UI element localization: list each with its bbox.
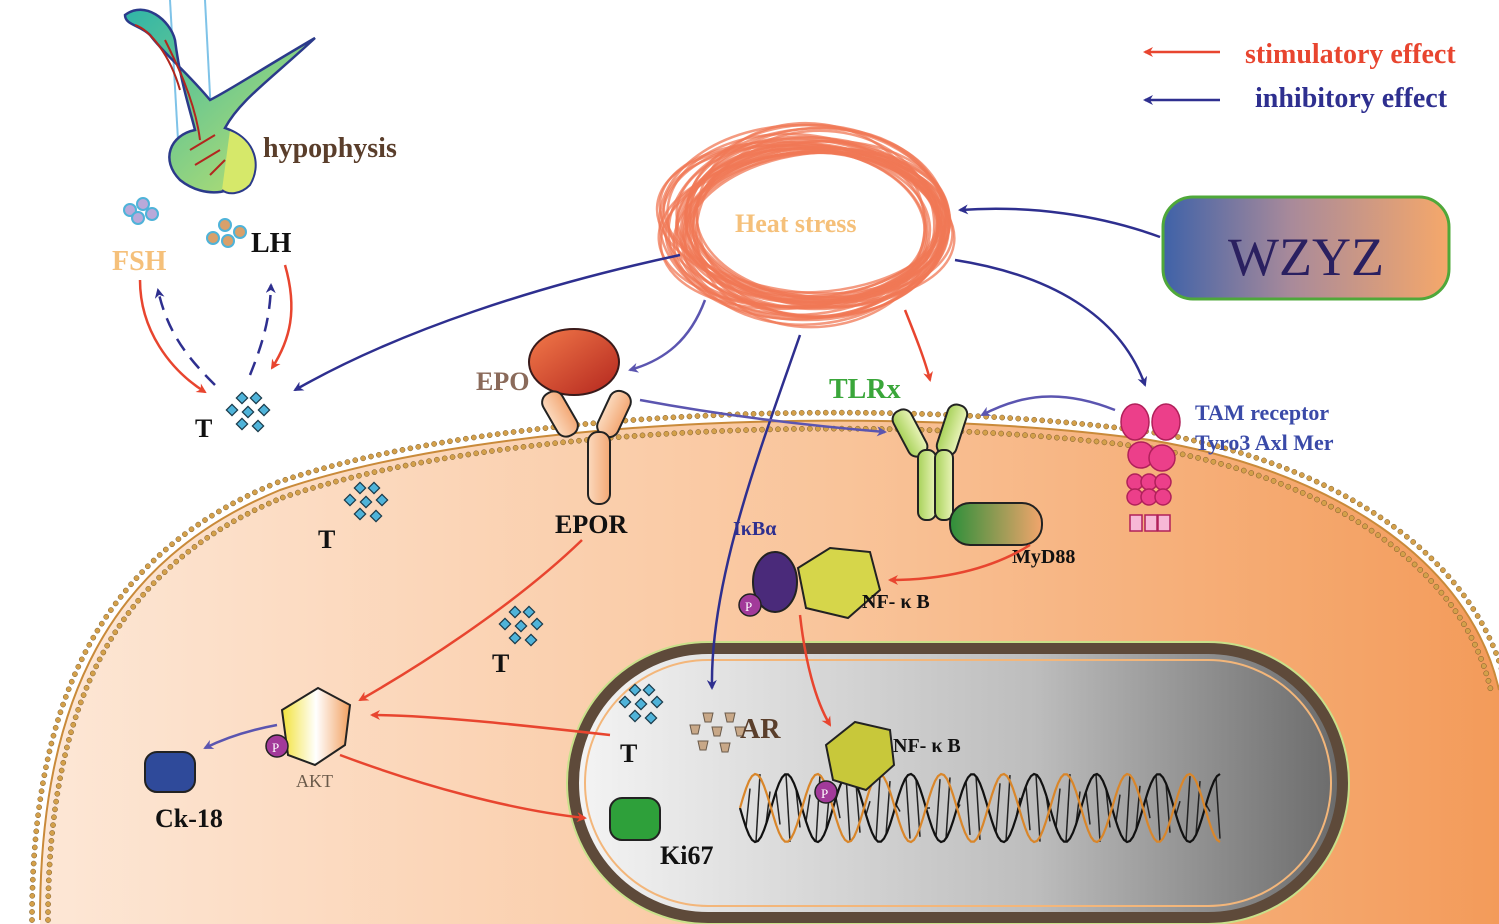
phospho-nfkb bbox=[814, 780, 838, 804]
ki67-label: Ki67 bbox=[660, 841, 713, 870]
akt-protein bbox=[280, 686, 352, 767]
heat-stress-label: Heat stress bbox=[735, 209, 857, 238]
legend-stimulatory-label: stimulatory effect bbox=[1245, 39, 1456, 70]
phospho-akt-label: P bbox=[272, 740, 279, 755]
testosterone-label-nucleus: T bbox=[620, 739, 637, 768]
wzyz-label: WZYZ bbox=[1228, 227, 1384, 287]
pathway-arrows bbox=[138, 204, 1161, 823]
ck18-protein bbox=[144, 751, 196, 793]
phospho-akt bbox=[265, 734, 289, 758]
fsh-molecules bbox=[123, 197, 159, 225]
arrow-t-to-akt bbox=[370, 710, 611, 737]
phospho-nfkb-label: P bbox=[821, 786, 828, 801]
arrow-epo-to-tlrx bbox=[639, 398, 887, 437]
arrow-heat-to-ar bbox=[706, 334, 802, 690]
testosterone-cluster-top bbox=[225, 391, 271, 433]
ikba-protein bbox=[752, 551, 798, 613]
arrow-heat-to-tam bbox=[954, 258, 1148, 387]
heat-stress-scribble bbox=[655, 121, 956, 329]
testosterone-label-cytoplasm: T bbox=[492, 649, 509, 678]
tam-receptor-subtypes-label: Tyro3 Axl Mer bbox=[1195, 430, 1334, 455]
epor-label: EPOR bbox=[555, 510, 627, 539]
arrow-fsh-to-t bbox=[138, 279, 207, 394]
phospho-ikba-label: P bbox=[745, 599, 752, 614]
testosterone-label-membrane: T bbox=[318, 525, 335, 554]
arrow-tam-to-tlrx bbox=[980, 395, 1116, 417]
nfkb-label-nucleus: NF- κ B bbox=[893, 735, 961, 757]
lh-label: LH bbox=[251, 228, 292, 259]
arrow-myd88-to-nfkb bbox=[888, 543, 1031, 585]
arrow-nfkb-to-nucleus bbox=[798, 614, 832, 727]
epo-receptor bbox=[541, 389, 632, 505]
arrow-wzyz-to-heat bbox=[958, 204, 1161, 239]
ar-label: AR bbox=[740, 714, 781, 745]
androgen-receptor-molecules bbox=[689, 712, 746, 753]
arrow-heat-to-tlrx bbox=[903, 309, 933, 382]
myd88-label: MyD88 bbox=[1012, 546, 1075, 568]
nfkb-protein-cytoplasm bbox=[796, 546, 882, 620]
tlrx-label: TLRx bbox=[829, 374, 901, 405]
arrow-akt-to-ck18 bbox=[203, 723, 278, 750]
tlr-receptor bbox=[891, 403, 969, 521]
legend: stimulatory effect inhibitory effect bbox=[1143, 39, 1456, 114]
hypophysis-label: hypophysis bbox=[263, 133, 397, 164]
arrow-epor-to-akt bbox=[358, 539, 583, 702]
ikba-label: IκBα bbox=[733, 518, 776, 540]
ck18-label: Ck-18 bbox=[155, 804, 223, 833]
tam-receptor-label: TAM receptor bbox=[1195, 400, 1329, 425]
nfkb-label-cytoplasm: NF- κ B bbox=[862, 591, 930, 613]
dna-helix bbox=[738, 772, 1221, 844]
legend-inhibitory-label: inhibitory effect bbox=[1255, 83, 1448, 114]
arrow-lh-to-t bbox=[270, 264, 293, 370]
fsh-label: FSH bbox=[112, 246, 167, 277]
arrow-akt-to-ki67 bbox=[339, 753, 587, 823]
epo-label: EPO bbox=[476, 367, 529, 396]
testosterone-label-top: T bbox=[195, 414, 212, 443]
nfkb-protein-nucleus bbox=[824, 720, 896, 792]
lh-molecules bbox=[206, 218, 247, 248]
akt-label: AKT bbox=[296, 771, 333, 791]
arrow-t-to-lh bbox=[248, 283, 276, 376]
arrow-heat-to-epo bbox=[628, 299, 707, 373]
hypophysis-illustration bbox=[123, 0, 316, 195]
wzyz-box bbox=[1161, 195, 1451, 301]
epo-ligand bbox=[528, 328, 620, 396]
cell-membrane bbox=[39, 419, 1499, 921]
nucleus bbox=[567, 642, 1349, 924]
arrow-t-to-fsh bbox=[154, 288, 216, 386]
myd88-adapter bbox=[949, 502, 1043, 546]
tam-receptor bbox=[1120, 403, 1181, 532]
ki67-protein bbox=[609, 797, 661, 841]
phospho-ikba bbox=[738, 593, 762, 617]
arrow-heat-to-t bbox=[293, 253, 681, 392]
